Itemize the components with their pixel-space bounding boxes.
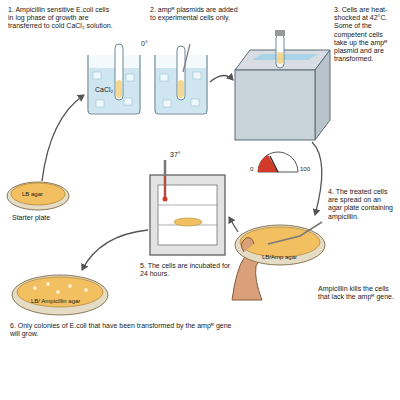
- step-caption: 6. Only colonies of E.coli that have bee…: [10, 322, 240, 338]
- plate-label: LB agar: [22, 191, 43, 198]
- plate-caption: Starter plate: [12, 214, 50, 222]
- plate-label: LB/Amp agar: [262, 254, 297, 261]
- plate-label: LB/ Ampicillin agar: [31, 298, 80, 305]
- temperature-label: 37°: [170, 151, 181, 159]
- step-caption: 2. ampᴿ plasmids are added to experiment…: [150, 6, 238, 22]
- temperature-dial: [258, 152, 298, 172]
- ampicillin-plate: [12, 275, 108, 315]
- starter-plate: [7, 182, 69, 210]
- step-caption: 5. The cells are incubated for 24 hours.: [140, 262, 235, 278]
- dial-label: 0: [250, 166, 253, 173]
- incubator: [150, 160, 225, 255]
- solution-label: CaCl₂: [94, 86, 114, 94]
- note: Ampicillin kills the cells that lack the…: [318, 285, 396, 301]
- dial-label: 100: [300, 166, 310, 173]
- temperature-label: 0°: [141, 40, 148, 48]
- flow-arrows: [42, 75, 322, 270]
- hand-with-plate: [232, 222, 325, 300]
- step-caption: 4. The treated cells are spread on an ag…: [328, 188, 396, 221]
- step-caption: 3. Cells are heat-shocked at 42°C. Some …: [334, 6, 396, 63]
- step-caption: 1. Ampicillin sensitive E.coli cells in …: [8, 6, 113, 31]
- water-bath: [235, 30, 330, 140]
- ice-beaker: [155, 44, 207, 114]
- ice-beaker: [88, 44, 140, 114]
